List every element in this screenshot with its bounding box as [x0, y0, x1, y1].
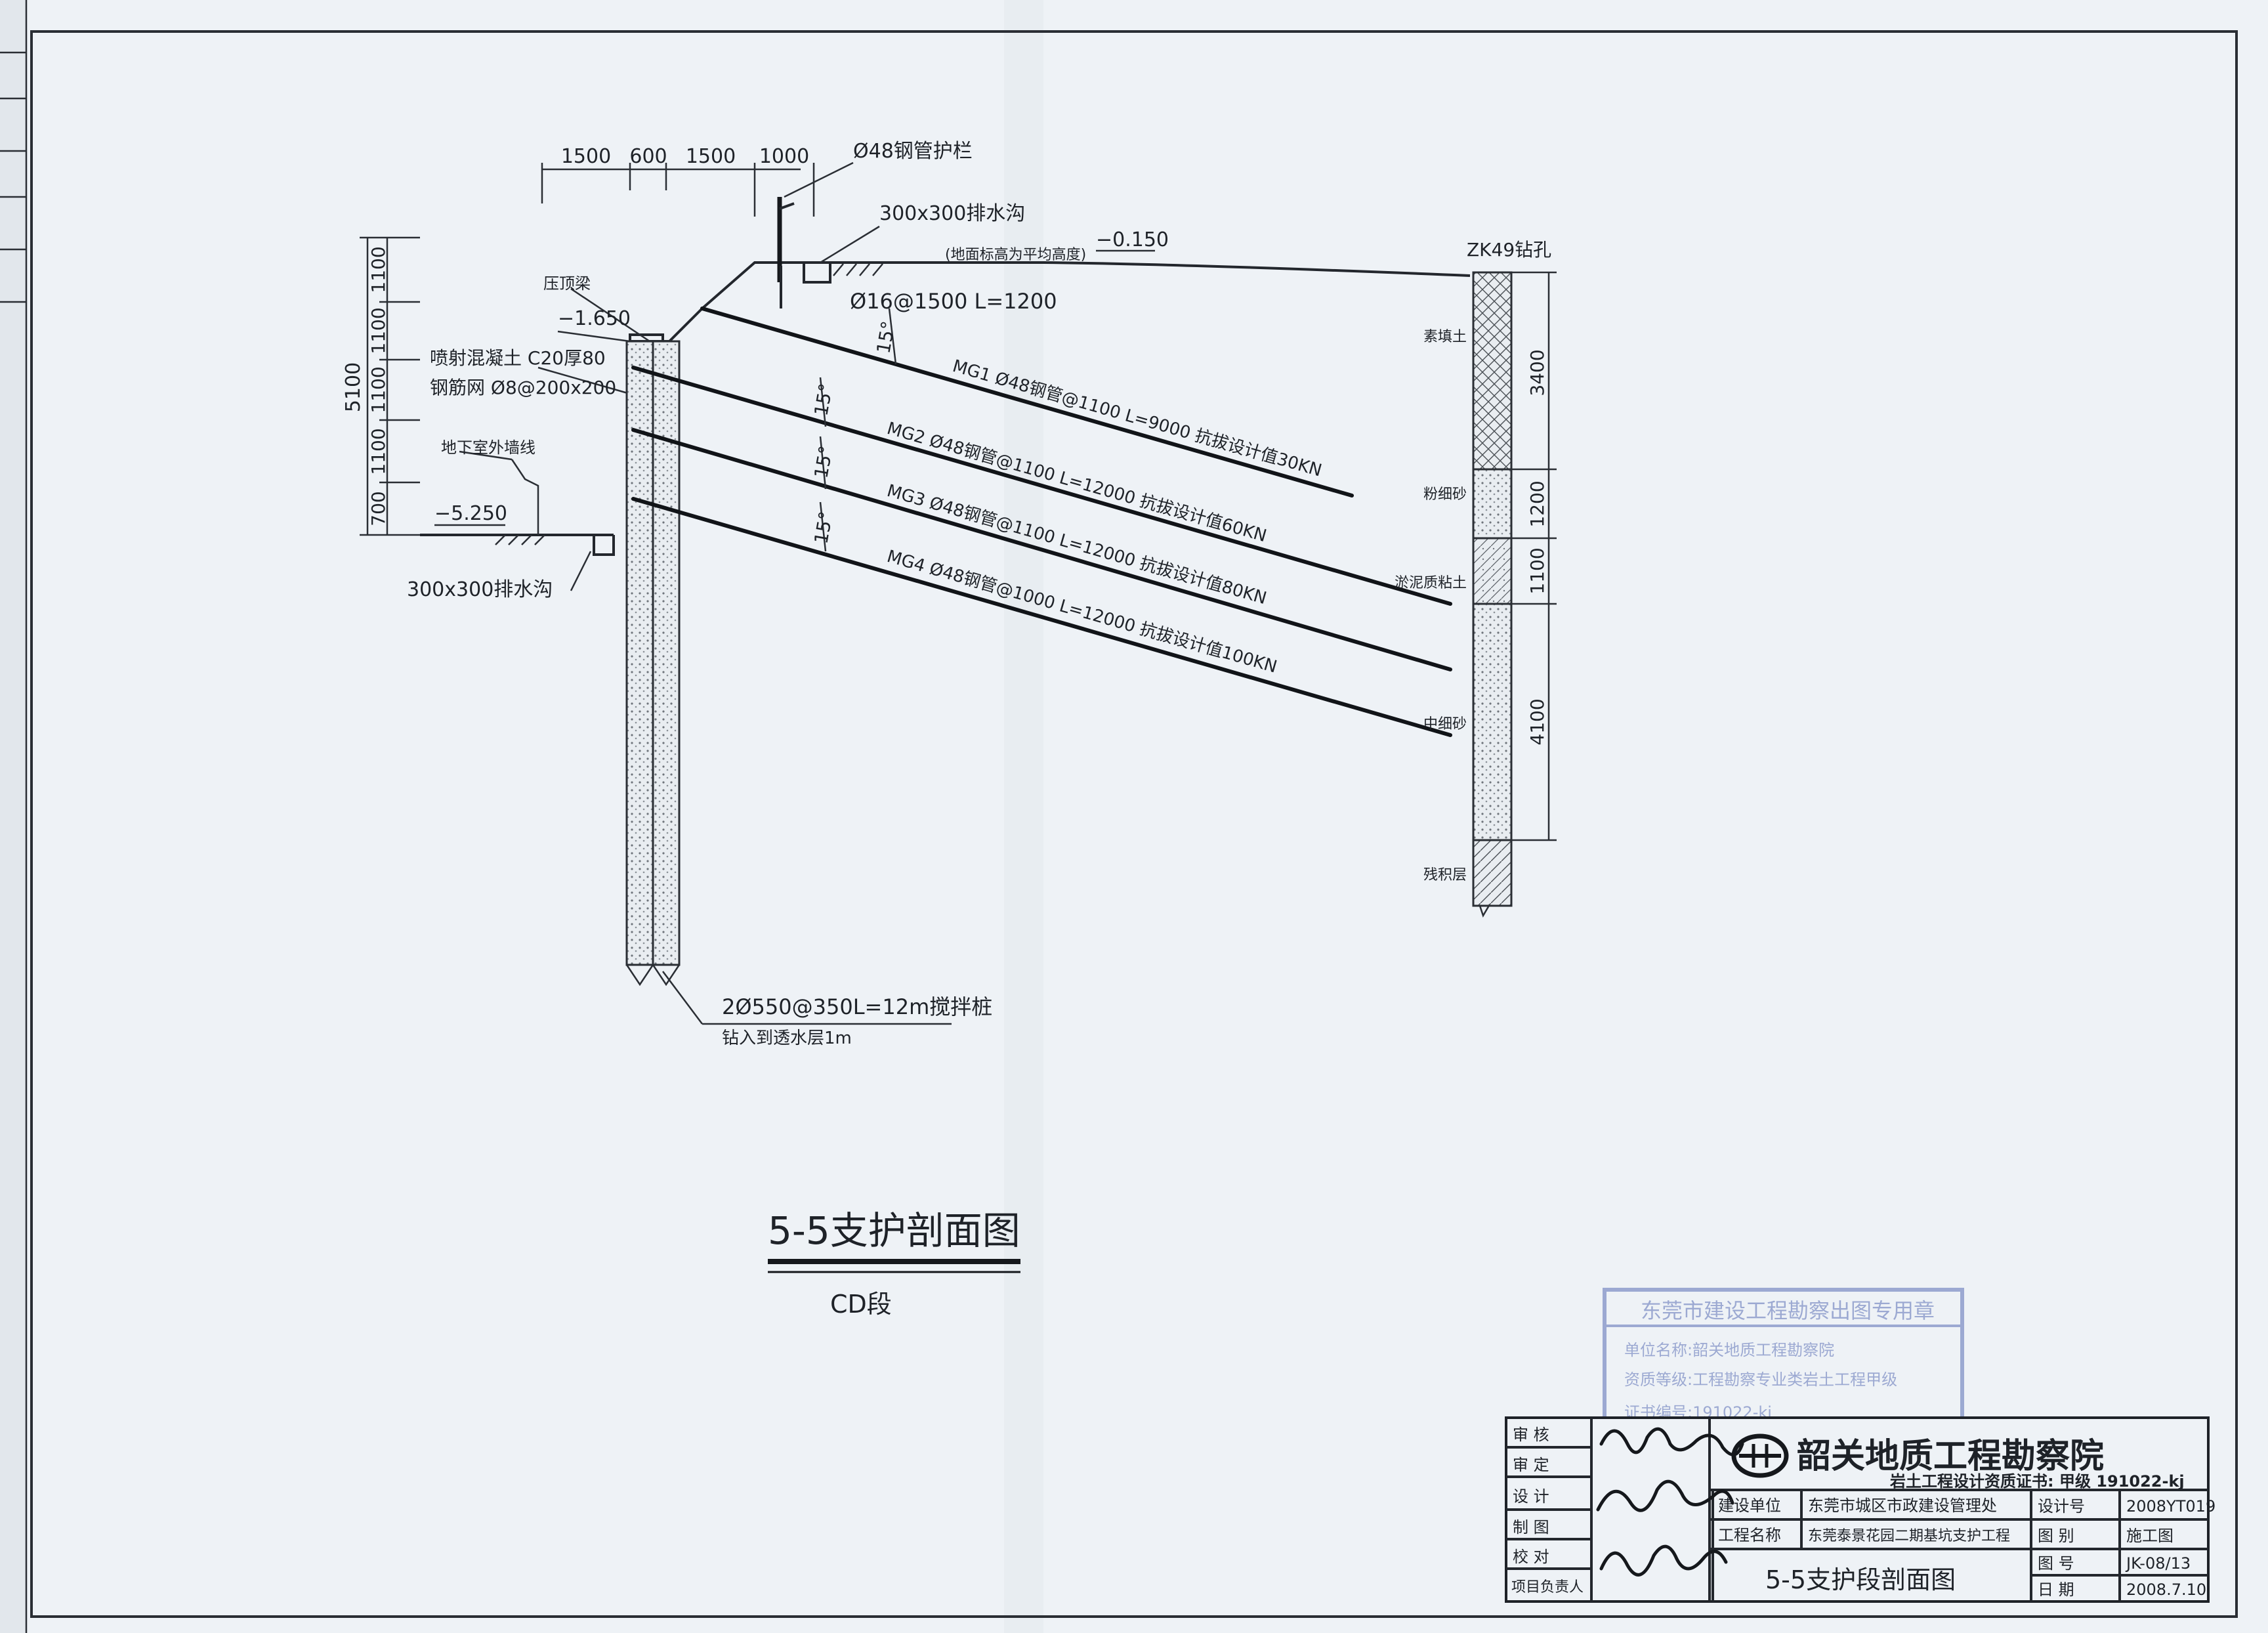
railing-label: Ø48钢管护栏 — [853, 140, 973, 163]
drawing-frame — [30, 30, 2238, 1618]
meta-drawing-no-value: JK-08/13 — [2125, 1554, 2191, 1573]
dim-left-4: 1100 — [368, 428, 389, 475]
role-review: 审 核 — [1513, 1426, 1549, 1444]
drain-top-label: 300x300排水沟 — [879, 202, 1025, 225]
role-design: 设 计 — [1513, 1487, 1549, 1506]
borehole-name: ZK49钻孔 — [1467, 239, 1551, 261]
role-pm: 项目负责人 — [1511, 1579, 1584, 1596]
shotcrete-label: 喷射混凝土 C20厚80 — [430, 347, 606, 369]
stamp-line-3: 资质等级:工程勘察专业类岩土工程甲级 — [1624, 1370, 1897, 1389]
layer-residual: 残积层 — [1423, 867, 1467, 883]
meta-drawing-no-label: 图 号 — [2038, 1554, 2074, 1573]
layer-mucky-clay: 淤泥质粘土 — [1395, 575, 1467, 591]
mixing-piles — [625, 340, 703, 1025]
nail-top-label: Ø16@1500 L=1200 — [850, 289, 1057, 314]
basement-label: 地下室外墙线 — [441, 438, 536, 457]
title-block: 审 核 审 定 设 计 制 图 校 对 项目负责人 韶关地质工程勘察院 岩土工程… — [1505, 1416, 2216, 1603]
dim-right-1: 3400 — [1526, 349, 1548, 396]
dim-top-2: 600 — [629, 145, 667, 168]
dim-top-4: 1000 — [759, 145, 809, 168]
dim-top-1: 1500 — [561, 145, 611, 168]
layer-silty-sand: 粉细砂 — [1423, 486, 1467, 503]
meta-type-value: 施工图 — [2126, 1527, 2174, 1545]
binding-strip — [0, 0, 28, 1633]
title-sub: CD段 — [830, 1290, 892, 1319]
dim-left-5: 700 — [368, 491, 389, 526]
left-dimensions: 5100 1100 1100 1100 1100 700 — [342, 236, 420, 536]
dim-left-2: 1100 — [368, 307, 389, 354]
top-dimensions: 1500 600 1500 1000 — [541, 145, 815, 217]
pile-label: 2Ø550@350L=12m搅拌桩 — [722, 994, 992, 1019]
dim-top-3: 1500 — [686, 145, 736, 168]
mesh-label: 钢筋网 Ø8@200x200 — [430, 377, 616, 398]
meta-design-no-value: 2008YT019 — [2126, 1497, 2216, 1516]
dim-right-3: 1100 — [1526, 547, 1548, 594]
layer-medium-sand: 中细砂 — [1423, 716, 1467, 732]
project-label: 工程名称 — [1718, 1526, 1781, 1544]
role-check: 校 对 — [1513, 1548, 1549, 1566]
signatures — [1596, 1427, 1744, 1577]
drain-bottom-label: 300x300排水沟 — [407, 578, 553, 601]
client-label: 建设单位 — [1718, 1496, 1781, 1515]
pile-note-label: 钻入到透水层1m — [722, 1029, 852, 1048]
borehole-column: 3400 1200 1100 4100 ZK49钻孔 素填土 粉细砂 淤泥质粘土… — [1395, 239, 1557, 918]
drawing-title: 5-5支护剖面图 CD段 — [768, 1208, 1020, 1319]
company-name: 韶关地质工程勘察院 — [1797, 1437, 2104, 1476]
elev-bottom-label: −5.250 — [434, 502, 507, 525]
dim-right-2: 1200 — [1526, 480, 1548, 527]
dim-left-total: 5100 — [342, 362, 365, 412]
role-draft: 制 图 — [1513, 1518, 1549, 1537]
soil-nails — [631, 307, 1452, 737]
ground-note-label: (地面标高为平均高度) — [945, 247, 1086, 263]
dim-left-1: 1100 — [368, 246, 389, 293]
meta-date-label: 日 期 — [2038, 1580, 2074, 1599]
approval-stamp: 东莞市建设工程勘察出图专用章 单位名称:韶关地质工程勘察院 资质等级:工程勘察专… — [1603, 1288, 1964, 1446]
dim-left-3: 1100 — [368, 366, 389, 413]
layer-fill: 素填土 — [1423, 329, 1467, 345]
meta-design-no-label: 设计号 — [2038, 1497, 2085, 1516]
elev-top-label: −0.150 — [1096, 228, 1169, 251]
meta-date-value: 2008.7.10 — [2126, 1580, 2206, 1599]
company-logo — [1731, 1433, 1789, 1478]
press-beam-label: 压顶梁 — [543, 274, 591, 293]
meta-type-label: 图 别 — [2038, 1527, 2074, 1545]
dim-right-4: 4100 — [1526, 698, 1548, 745]
elev-crest-label: −1.650 — [558, 307, 631, 330]
client-value: 东莞市城区市政建设管理处 — [1808, 1496, 1997, 1515]
stamp-line-2: 单位名称:韶关地质工程勘察院 — [1624, 1341, 1834, 1359]
company-cert: 岩土工程设计资质证书: 甲级 191022-kj — [1889, 1472, 2185, 1491]
stamp-line-1: 东莞市建设工程勘察出图专用章 — [1641, 1298, 1935, 1323]
role-approve: 审 定 — [1513, 1456, 1549, 1474]
title-main: 5-5支护剖面图 — [768, 1208, 1020, 1253]
drawing-title-value: 5-5支护段剖面图 — [1765, 1565, 1956, 1594]
project-value: 东莞泰景花园二期基坑支护工程 — [1808, 1528, 2010, 1544]
section-labels: Ø48钢管护栏 300x300排水沟 (地面标高为平均高度) −0.150 Ø1… — [407, 140, 1169, 1048]
